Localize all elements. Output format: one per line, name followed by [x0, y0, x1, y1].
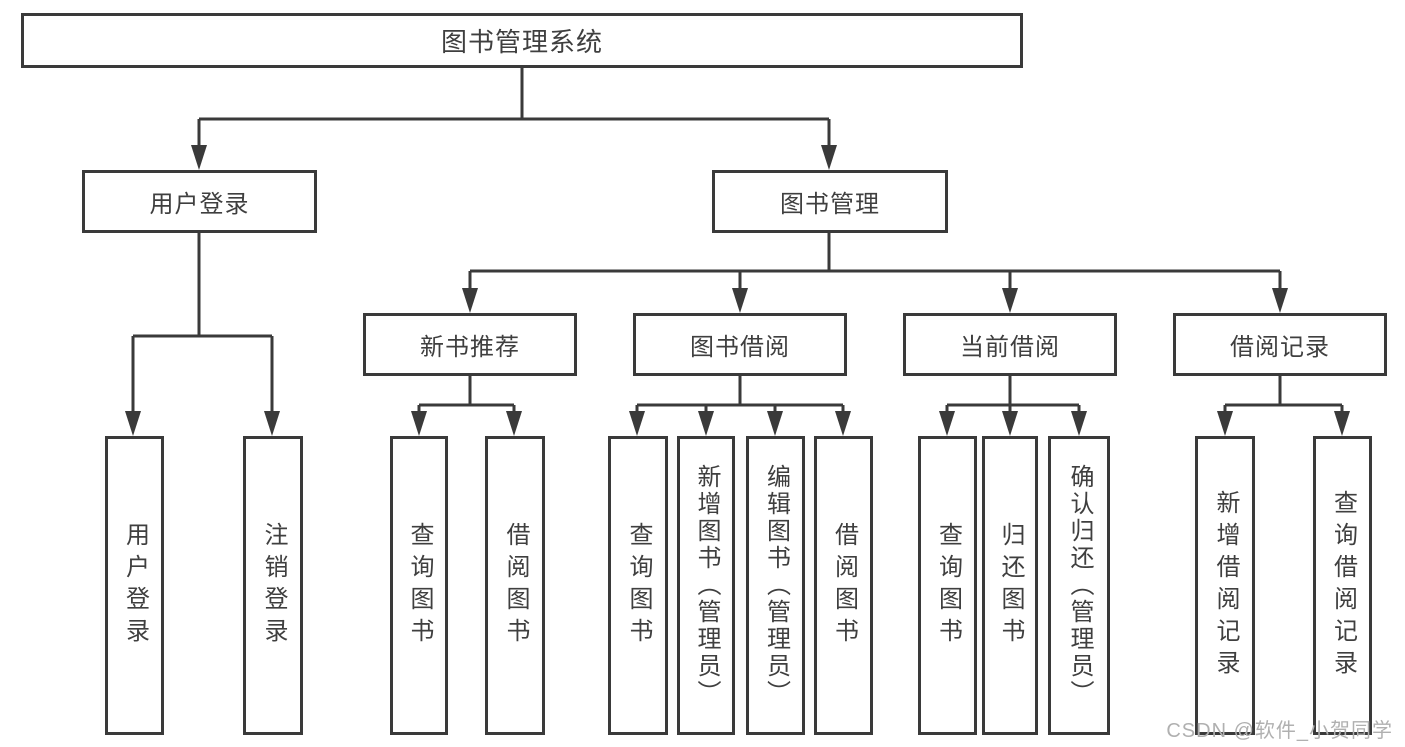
leaf-label: 查询图书	[406, 521, 433, 650]
leaf-query-books-recommend: 查询图书	[390, 436, 448, 735]
node-current-borrow: 当前借阅	[903, 313, 1117, 376]
node-label: 图书管理系统	[440, 27, 603, 57]
leaf-logout: 注销登录	[243, 436, 303, 735]
node-root-system: 图书管理系统	[21, 13, 1023, 68]
leaf-borrow-books: 借阅图书	[814, 436, 873, 735]
leaf-label: 查询借阅记录	[1329, 489, 1357, 682]
node-user-login-branch: 用户登录	[82, 170, 317, 233]
node-label: 当前借阅	[960, 334, 1060, 361]
leaf-label: 借阅图书	[502, 521, 529, 650]
leaf-query-borrow-record: 查询借阅记录	[1313, 436, 1372, 735]
node-label: 图书管理	[780, 191, 880, 218]
leaf-edit-books-admin: 编辑图书（管理员）	[746, 436, 805, 735]
leaf-add-borrow-record: 新增借阅记录	[1195, 436, 1255, 735]
leaf-add-books-admin: 新增图书（管理员）	[677, 436, 735, 735]
leaf-query-books-borrow: 查询图书	[608, 436, 668, 735]
leaf-label: 用户登录	[121, 521, 149, 650]
csdn-watermark: CSDN @软件_小贺同学	[1166, 720, 1393, 742]
leaf-label: 归还图书	[997, 521, 1024, 650]
leaf-label: 查询图书	[934, 521, 962, 650]
node-label: 新书推荐	[420, 334, 520, 361]
node-book-borrow: 图书借阅	[633, 313, 847, 376]
node-label: 借阅记录	[1230, 334, 1330, 361]
leaf-confirm-return-admin: 确认归还（管理员）	[1048, 436, 1110, 735]
leaf-label: 确认归还（管理员）	[1066, 464, 1093, 707]
leaf-label: 借阅图书	[830, 521, 858, 650]
node-label: 图书借阅	[690, 334, 790, 361]
leaf-label: 查询图书	[625, 521, 652, 650]
leaf-borrow-books-recommend: 借阅图书	[485, 436, 545, 735]
node-book-management-branch: 图书管理	[712, 170, 948, 233]
leaf-query-books-current: 查询图书	[918, 436, 977, 735]
leaf-label: 注销登录	[260, 521, 287, 650]
node-label: 用户登录	[149, 191, 250, 218]
node-borrow-records: 借阅记录	[1173, 313, 1387, 376]
arrowhead-icons	[125, 145, 1350, 436]
leaf-label: 新增图书（管理员）	[693, 464, 720, 707]
leaf-label: 新增借阅记录	[1212, 489, 1239, 682]
leaf-label: 编辑图书（管理员）	[762, 464, 790, 707]
leaf-user-login: 用户登录	[105, 436, 164, 735]
node-new-book-recommend: 新书推荐	[363, 313, 577, 376]
leaf-return-books: 归还图书	[982, 436, 1038, 735]
